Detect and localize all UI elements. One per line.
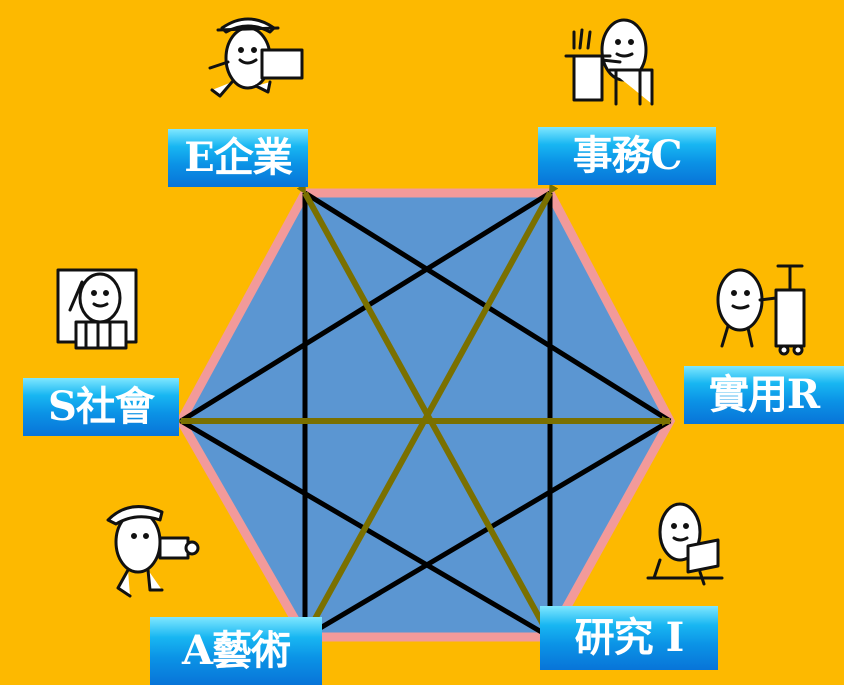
egg-character-reading-book-icon <box>646 502 724 586</box>
egg-character-at-desk-icon <box>564 18 654 106</box>
arrow-c-a <box>302 183 559 639</box>
egg-character-carrying-box-icon <box>208 17 304 98</box>
label-realistic: 實用R <box>684 366 844 424</box>
label-investigative: 研究 I <box>540 606 718 670</box>
label-social: S社會 <box>23 378 179 436</box>
egg-character-with-machine-icon <box>716 264 806 356</box>
egg-character-teaching-at-board-icon <box>56 268 138 350</box>
label-enterprising: E企業 <box>168 129 308 187</box>
egg-character-with-camera-icon <box>106 505 200 598</box>
label-artistic: A藝術 <box>150 617 322 685</box>
arrow-connections <box>173 183 672 639</box>
label-conventional: 事務C <box>538 127 716 185</box>
